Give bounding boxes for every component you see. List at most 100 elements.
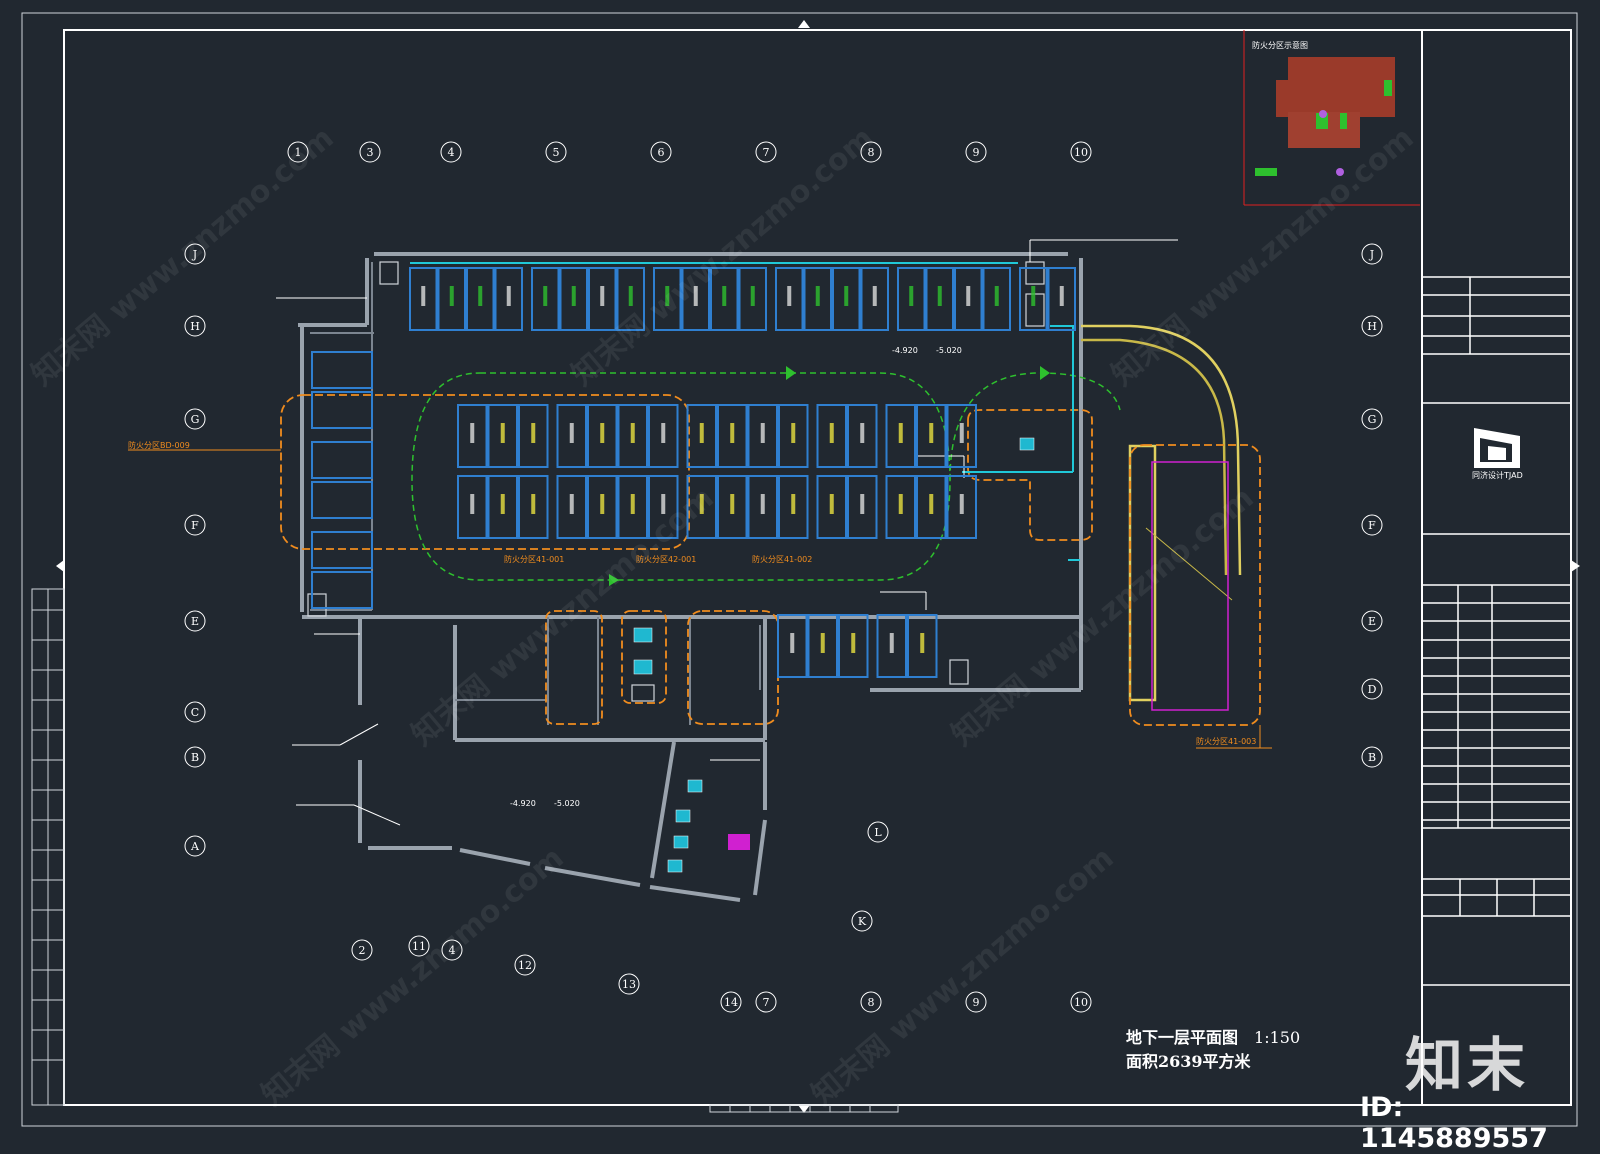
inset-title: 防火分区示意图 — [1252, 40, 1308, 50]
grid-bubble-labels: 1 3 4 5 6 7 8 9 10 J H G F E C B A J H G… — [190, 146, 1377, 1009]
stall-number-mark — [699, 494, 704, 514]
stall-number-mark — [898, 494, 903, 514]
parking-stall — [803, 267, 832, 331]
axis-left-G: G — [191, 413, 200, 426]
axis-bottom-11: 11 — [412, 940, 426, 953]
stall-number-mark — [531, 423, 536, 443]
axis-left-H: H — [190, 320, 200, 333]
axis-right-E: E — [1368, 615, 1376, 628]
parking-stall — [946, 475, 977, 539]
parking-stall — [686, 404, 717, 468]
stall-number-mark — [937, 286, 942, 306]
parking-stall — [775, 267, 804, 331]
parking-stall-row — [409, 267, 1076, 331]
elevation-label-north: -4.920 — [892, 346, 918, 355]
stall-number-mark — [829, 423, 834, 443]
parking-stall — [738, 267, 767, 331]
title-block — [1422, 276, 1571, 986]
stall-number-mark — [1059, 286, 1064, 306]
parking-stall — [556, 404, 587, 468]
stall-number-mark — [722, 286, 727, 306]
axis-top-4: 4 — [448, 146, 455, 159]
stall-number-mark — [791, 423, 796, 443]
parking-stall — [816, 475, 847, 539]
axis-interior-K: K — [858, 915, 867, 928]
parking-stall — [518, 404, 549, 468]
stall-number-mark — [860, 494, 865, 514]
inset-green-legend — [1255, 168, 1277, 176]
stall-number-mark — [815, 286, 820, 306]
stall-number-mark — [661, 494, 666, 514]
stall-number-mark — [543, 286, 548, 306]
axis-bottom-13: 13 — [622, 978, 636, 991]
parking-stall — [311, 441, 373, 479]
parking-stall — [588, 267, 617, 331]
equipment-icons — [633, 437, 1035, 873]
parking-stall — [925, 267, 954, 331]
bottom-scale-strip — [709, 1104, 899, 1113]
driving-lane — [411, 372, 1121, 581]
axis-left-C: C — [191, 706, 199, 719]
parking-stall — [681, 267, 710, 331]
stall-number-mark — [820, 633, 825, 653]
axis-bottom-2: 2 — [359, 944, 366, 957]
parking-stall — [686, 475, 717, 539]
stall-number-mark — [959, 423, 964, 443]
drawing-scale: 1:150 — [1254, 1028, 1301, 1047]
parking-stall — [587, 475, 618, 539]
axis-right-F: F — [1368, 519, 1376, 532]
parking-stall — [587, 404, 618, 468]
revision-strip — [31, 588, 65, 1106]
axis-top-7: 7 — [763, 146, 770, 159]
axis-left-A: A — [190, 840, 200, 853]
stall-number-mark — [569, 423, 574, 443]
vehicle-ramp — [1081, 324, 1242, 702]
axis-top-1: 1 — [295, 146, 302, 159]
pump-equipment — [728, 834, 750, 850]
leader-lines — [276, 239, 1178, 826]
stall-number-mark — [959, 494, 964, 514]
parking-stall — [311, 351, 373, 389]
parking-stall — [457, 475, 488, 539]
parking-stall — [717, 404, 748, 468]
axis-left-F: F — [191, 519, 199, 532]
service-pipes — [410, 262, 1080, 561]
parking-stall — [556, 475, 587, 539]
axis-right-H: H — [1367, 320, 1377, 333]
axis-top-6: 6 — [658, 146, 665, 159]
parking-stall — [617, 475, 648, 539]
parking-stall — [916, 475, 947, 539]
parking-stall — [311, 571, 373, 609]
stall-number-mark — [909, 286, 914, 306]
stall-number-mark — [661, 423, 666, 443]
parking-stall — [916, 404, 947, 468]
stall-number-mark — [665, 286, 670, 306]
stall-number-mark — [421, 286, 426, 306]
stall-number-mark — [699, 423, 704, 443]
axis-top-9: 9 — [973, 146, 980, 159]
fire-zone-label-42-001: 防火分区42-001 — [636, 554, 696, 564]
fire-zone-label-41-002: 防火分区41-002 — [752, 554, 812, 564]
parking-stall-row — [457, 475, 977, 539]
axis-top-3: 3 — [367, 146, 374, 159]
stall-number-mark — [966, 286, 971, 306]
axis-right-G: G — [1368, 413, 1377, 426]
centering-marks — [56, 20, 1580, 1113]
stall-number-mark — [506, 286, 511, 306]
parking-stall — [494, 267, 523, 331]
stall-number-mark — [571, 286, 576, 306]
parking-stall — [617, 404, 648, 468]
parking-stall — [648, 475, 679, 539]
parking-stall — [897, 267, 926, 331]
stall-number-mark — [470, 423, 475, 443]
fire-zone-callouts: 防火分区BD-009 防火分区41-001 防火分区42-001 防火分区41-… — [128, 440, 1272, 749]
parking-stall — [457, 404, 488, 468]
parking-stall — [518, 475, 549, 539]
fire-zone-inset: 防火分区示意图 — [1243, 30, 1420, 206]
stall-number-mark — [851, 633, 856, 653]
stall-number-mark — [569, 494, 574, 514]
axis-right-D: D — [1368, 683, 1377, 696]
axis-left-B: B — [191, 751, 199, 764]
stall-number-mark — [889, 633, 894, 653]
